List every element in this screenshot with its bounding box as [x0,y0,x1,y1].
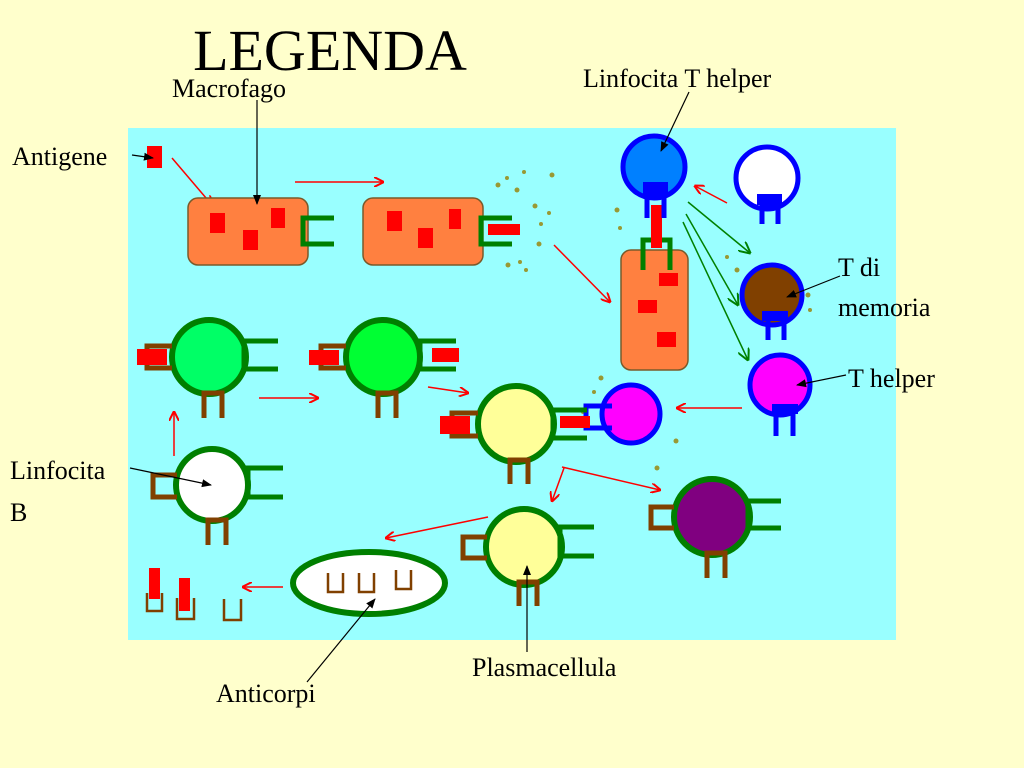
label-linfocita-t-helper: Linfocita T helper [583,64,772,93]
naive-t-cell [733,144,801,224]
arrow-antigen-to-macrophage [171,157,212,205]
label-linfocita-b-line2: B [10,498,28,527]
label-antigene: Antigene [12,142,108,171]
memory-b-cell [648,476,781,578]
macrophage-1 [187,197,334,266]
t-helper-contact [583,382,663,446]
label-macrofago: Macrofago [172,74,287,103]
arrow-to-memory-t-2 [685,213,738,305]
label-t-di-memoria-line2: memoria [838,293,931,322]
active-t-helper-cell [747,352,813,436]
arrow-plasma-to-antibodies [386,516,489,538]
arrow-to-active-t-helper [682,221,748,360]
antibody-cluster [290,549,448,617]
activated-b-cell-2 [309,317,459,418]
t-helper-lymphocyte [620,133,688,218]
arrow-to-plasma-down [552,467,565,501]
arrow-to-memory-b [561,466,660,490]
arrow-to-memory-t [687,201,750,253]
label-anticorpi: Anticorpi [216,679,316,708]
antigen-icon [147,146,162,168]
plasma-cell [460,506,594,606]
arrow-to-tall-macrophage [553,244,610,302]
label-t-helper: T helper [848,364,935,393]
b-cell-activated-contact [440,383,590,484]
memory-t-cell [739,262,805,340]
label-pointers [129,91,847,683]
antibody-antigen-complexes [145,568,243,622]
activated-b-cell-1 [137,317,278,418]
page-title: LEGENDA [193,18,467,83]
macrophage-2 [362,197,520,266]
label-t-di-memoria-line1: T di [838,253,881,282]
label-plasmacellula: Plasmacellula [472,653,617,682]
arrow-t-cell-activation [695,186,728,204]
cytokine-specks [495,170,812,471]
naive-b-lymphocyte [150,446,283,545]
label-linfocita-b-line1: Linfocita [10,456,106,485]
macrophage-3 [620,205,689,371]
arrow-b-step-2 [427,386,468,393]
